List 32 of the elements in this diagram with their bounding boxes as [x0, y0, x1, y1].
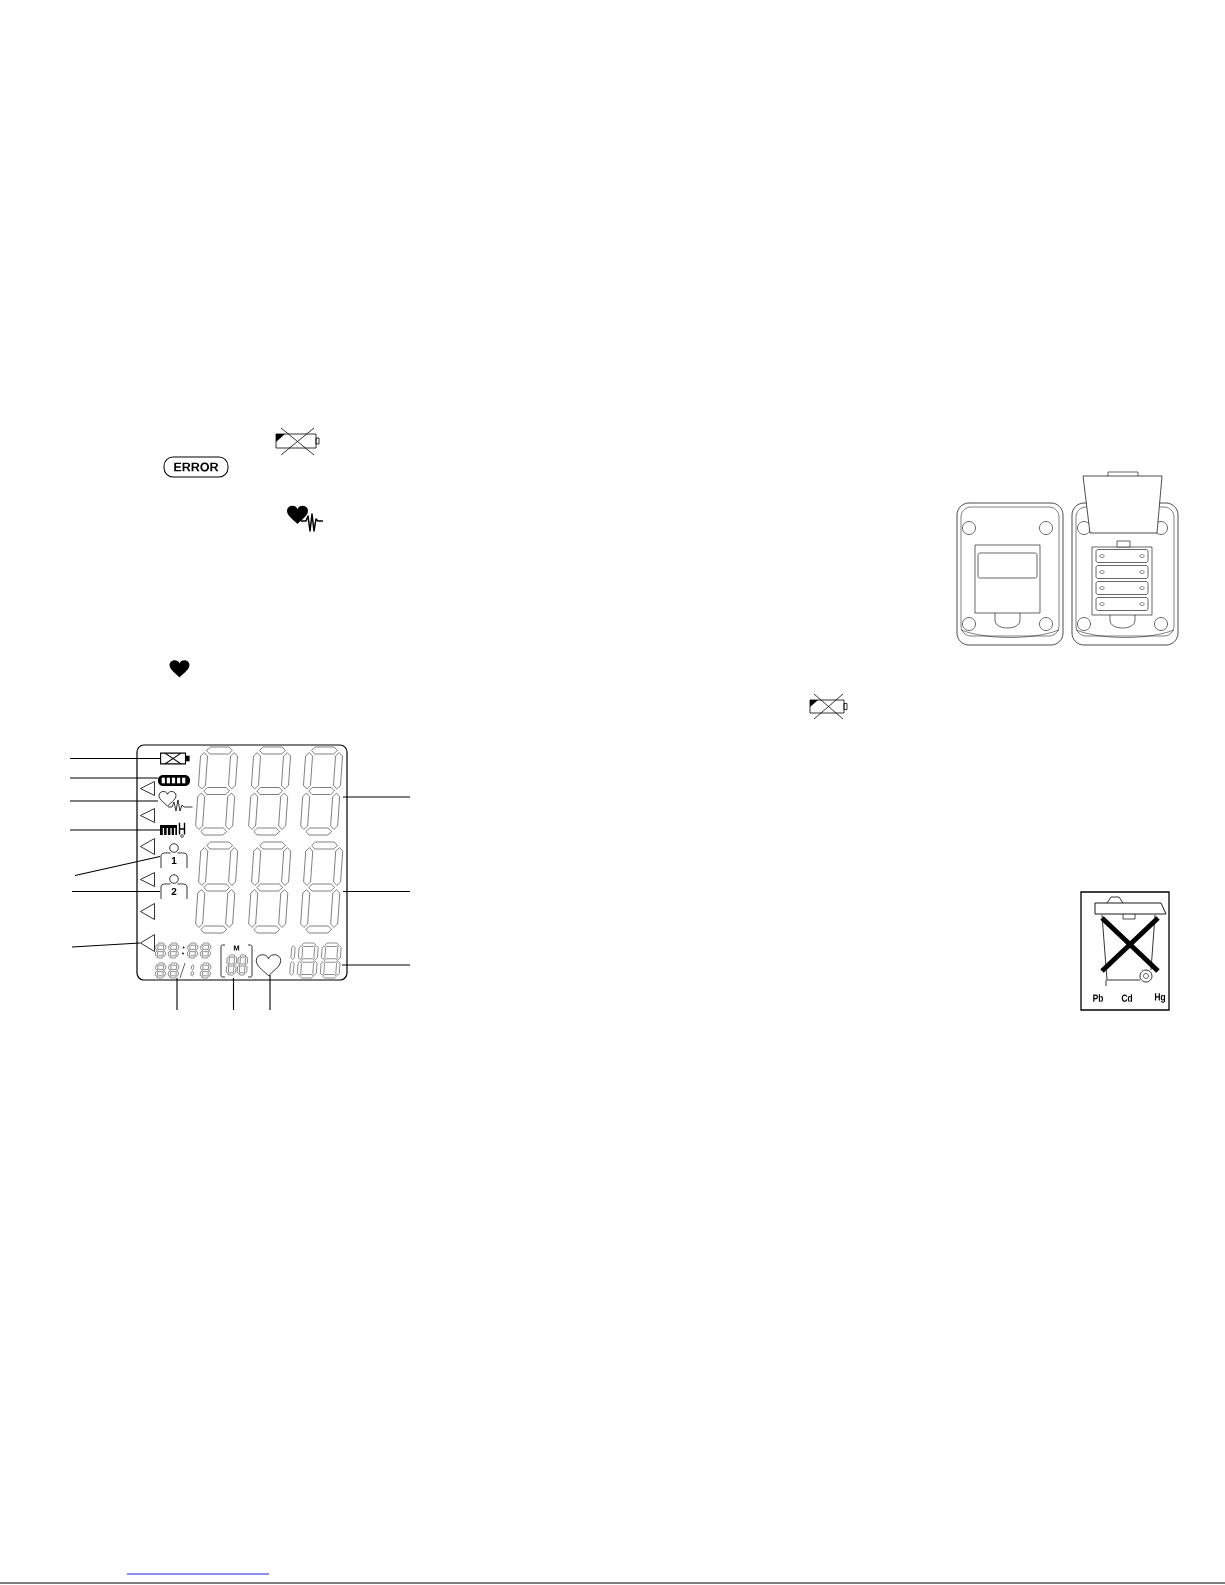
segment-digits [289, 942, 342, 979]
chemical-symbol: Pb [1093, 994, 1103, 1002]
triangle-marker [140, 838, 155, 855]
mmhg-icon [160, 822, 186, 838]
triangle-marker [140, 781, 155, 796]
leader-line [342, 890, 411, 893]
chemical-symbol: Cd [1121, 994, 1133, 1002]
leader-line [342, 796, 411, 798]
segment-digits [195, 841, 343, 934]
leader-line [69, 800, 159, 802]
leader-line [176, 977, 178, 1011]
heart-icon [255, 954, 282, 977]
leader-line [69, 757, 161, 760]
segment-digits [154, 942, 212, 979]
leader-line [71, 942, 141, 948]
leader-line [69, 829, 161, 831]
segment-digits [195, 746, 343, 836]
leader-line [69, 777, 159, 779]
error-icon [158, 775, 190, 786]
battery-icon [160, 752, 190, 765]
heart-pulse-icon [158, 791, 193, 812]
triangle-marker [140, 872, 155, 887]
lcd-display [136, 744, 348, 981]
leader-line [71, 890, 161, 893]
leader-line [232, 977, 235, 1011]
leader-line [269, 974, 271, 1011]
chemical-symbol: Hg [1154, 993, 1166, 1003]
triangle-marker [140, 808, 155, 823]
leader-line [74, 855, 161, 877]
triangle-marker [140, 903, 155, 920]
triangle-marker [140, 934, 155, 952]
leader-line [341, 964, 411, 966]
